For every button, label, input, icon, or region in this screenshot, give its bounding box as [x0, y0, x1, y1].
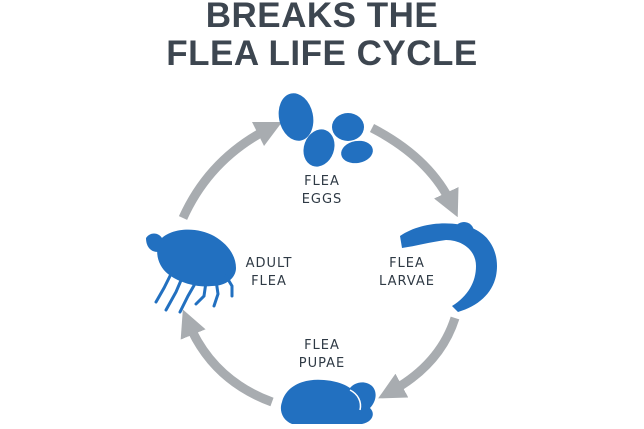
- flea-pupae-detail: [349, 389, 362, 411]
- flea-eggs-icon: [278, 93, 373, 167]
- label-flea-eggs-line1: FLEA: [304, 174, 340, 189]
- label-adult-flea-line2: FLEA: [251, 274, 287, 289]
- title-line-2: FLEA LIFE CYCLE: [166, 34, 478, 73]
- label-flea-pupae-line2: PUPAE: [298, 356, 346, 371]
- label-adult-flea: ADULT FLEA: [232, 255, 306, 291]
- label-flea-larvae-line2: LARVAE: [379, 274, 435, 289]
- flea-larvae-icon: [400, 222, 497, 312]
- adult-flea-icon: [146, 229, 236, 287]
- arrow-pupae-to-adult: [180, 309, 274, 407]
- title-line-1: BREAKS THE: [205, 0, 439, 35]
- label-flea-larvae-line1: FLEA: [389, 256, 425, 271]
- adult-flea-legs: [154, 270, 234, 314]
- label-flea-pupae: FLEA PUPAE: [282, 337, 362, 373]
- label-flea-eggs-line2: EGGS: [301, 192, 343, 207]
- arrow-adult-to-eggs: [178, 121, 283, 220]
- arrow-eggs-to-larvae: [369, 124, 459, 218]
- arrow-larvae-to-pupae: [378, 316, 460, 399]
- label-flea-larvae: FLEA LARVAE: [362, 255, 452, 291]
- flea-pupae-icon: [280, 379, 376, 424]
- label-flea-pupae-line1: FLEA: [304, 338, 340, 353]
- label-adult-flea-line1: ADULT: [245, 256, 293, 271]
- label-flea-eggs: FLEA EGGS: [282, 173, 362, 209]
